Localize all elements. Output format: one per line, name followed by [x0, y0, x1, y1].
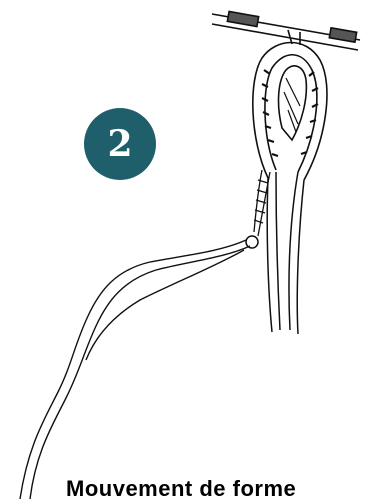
t-handle-icon — [212, 11, 360, 50]
step-number-badge: 2 — [84, 108, 156, 180]
trailing-thread-icon — [20, 240, 250, 499]
knot-icon — [246, 236, 258, 248]
forceps-shaft-icon — [267, 172, 304, 334]
caption-text: Mouvement de forme — [66, 476, 366, 502]
clamp-ring-icon — [253, 43, 327, 181]
